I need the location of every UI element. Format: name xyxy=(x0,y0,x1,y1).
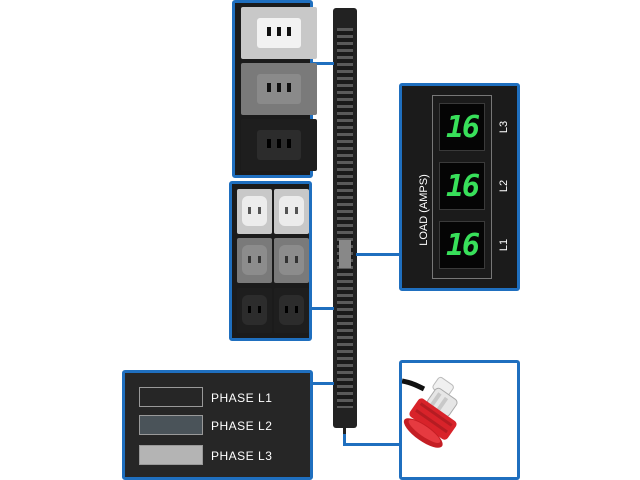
phase-label-l3: L3 xyxy=(498,120,510,134)
connector-c19 xyxy=(310,62,334,65)
connector-legend xyxy=(312,382,334,385)
load-readout-l2: 16 xyxy=(439,162,485,210)
load-display-frame xyxy=(432,95,492,279)
power-cord xyxy=(343,428,346,434)
pdu-strip-outlets xyxy=(337,28,353,408)
phase-swatch-l3 xyxy=(139,445,203,465)
connector-display xyxy=(356,253,402,256)
phase-legend-panel: PHASE L1 PHASE L2 PHASE L3 xyxy=(122,370,313,480)
connector-plug-v xyxy=(343,434,346,446)
pdu-meter-slot xyxy=(339,240,351,268)
connector-plug-h xyxy=(343,443,401,446)
c13-outlet-phase-l1-b xyxy=(274,288,309,333)
load-display-title: LOAD (AMPS) xyxy=(418,174,430,246)
c19-outlet-phase-l1 xyxy=(241,119,317,171)
load-display-panel: LOAD (AMPS) 16 L3 16 L2 16 L1 xyxy=(399,83,520,291)
c13-outlet-phase-l3-a xyxy=(237,189,272,234)
load-value-l3: 16 xyxy=(445,110,480,145)
phase-label-l2: L2 xyxy=(498,179,510,193)
phase-legend-label-l3: PHASE L3 xyxy=(211,449,273,463)
phase-swatch-l2 xyxy=(139,415,203,435)
connector-c13 xyxy=(310,307,334,310)
c13-outlet-phase-l3-b xyxy=(274,189,309,234)
c19-outlet-panel xyxy=(232,0,317,178)
c13-outlet-phase-l2-b xyxy=(274,238,309,283)
phase-legend-label-l2: PHASE L2 xyxy=(211,419,273,433)
c13-outlet-phase-l1-a xyxy=(237,288,272,333)
load-readout-l3: 16 xyxy=(439,103,485,151)
c19-outlet-phase-l2 xyxy=(241,63,317,115)
c19-outlet-phase-l3 xyxy=(241,7,317,59)
load-value-l2: 16 xyxy=(445,169,480,204)
pdu-strip xyxy=(333,8,357,428)
phase-swatch-l1 xyxy=(139,387,203,407)
phase-legend-label-l1: PHASE L1 xyxy=(211,391,273,405)
load-value-l1: 16 xyxy=(445,228,480,263)
c13-outlet-panel xyxy=(229,181,312,341)
iec-plug-panel xyxy=(399,360,520,480)
load-readout-l1: 16 xyxy=(439,221,485,269)
c13-outlet-phase-l2-a xyxy=(237,238,272,283)
red-plug-icon xyxy=(402,376,458,448)
phase-label-l1: L1 xyxy=(498,238,510,252)
